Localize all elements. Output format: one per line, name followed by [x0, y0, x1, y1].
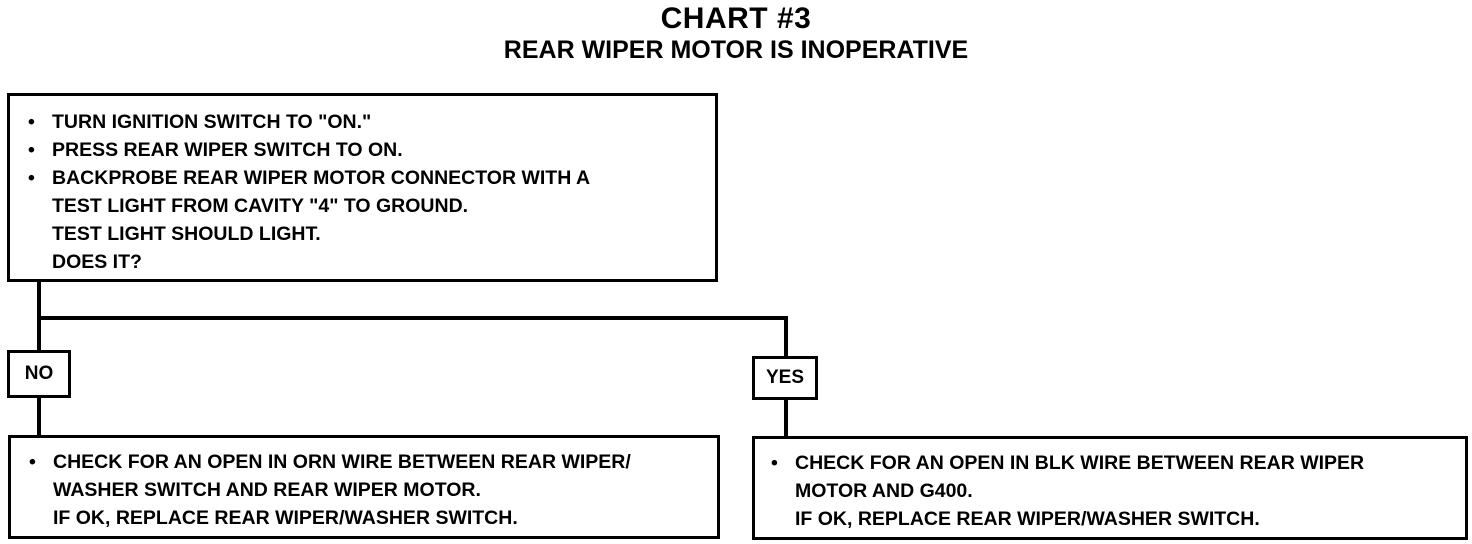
connector-start-down	[37, 280, 41, 350]
connector-yes-down	[784, 316, 788, 358]
result-item: • CHECK FOR AN OPEN IN BLK WIRE BETWEEN R…	[765, 449, 1457, 477]
step-question: DOES IT?	[52, 251, 142, 273]
yes-branch-label: YES	[752, 356, 818, 400]
result-continuation: IF OK, REPLACE REAR WIPER/WASHER SWITCH.	[53, 507, 518, 529]
step-item: • PRESS REAR WIPER SWITCH TO ON.	[22, 136, 705, 164]
yes-result-box: • CHECK FOR AN OPEN IN BLK WIRE BETWEEN R…	[752, 436, 1468, 540]
connector-yes-to-box	[784, 398, 788, 438]
bullet-icon: •	[28, 139, 35, 161]
connector-horizontal	[37, 316, 788, 320]
step-item: • BACKPROBE REAR WIPER MOTOR CONNECTOR WI…	[22, 164, 705, 192]
step-continuation: TEST LIGHT FROM CAVITY "4" TO GROUND.	[52, 195, 469, 217]
chart-title: CHART #3	[660, 2, 812, 35]
step-text: TURN IGNITION SWITCH TO "ON."	[52, 111, 372, 133]
no-branch-label: NO	[7, 350, 71, 398]
no-result-box: • CHECK FOR AN OPEN IN ORN WIRE BETWEEN R…	[8, 435, 720, 539]
result-item: • CHECK FOR AN OPEN IN ORN WIRE BETWEEN R…	[23, 448, 707, 476]
chart-subtitle: REAR WIPER MOTOR IS INOPERATIVE	[503, 36, 969, 64]
result-text: CHECK FOR AN OPEN IN BLK WIRE BETWEEN RE…	[795, 452, 1365, 474]
result-continuation: IF OK, REPLACE REAR WIPER/WASHER SWITCH.	[795, 508, 1260, 530]
step-text: PRESS REAR WIPER SWITCH TO ON.	[52, 139, 403, 161]
connector-no-to-box	[37, 397, 41, 437]
step-item: • TURN IGNITION SWITCH TO "ON."	[22, 108, 705, 136]
step-text: BACKPROBE REAR WIPER MOTOR CONNECTOR WIT…	[52, 167, 591, 189]
start-step-box: • TURN IGNITION SWITCH TO "ON." • PRESS RE…	[7, 93, 718, 282]
bullet-icon: •	[28, 167, 35, 189]
bullet-icon: •	[29, 451, 36, 473]
step-continuation: TEST LIGHT SHOULD LIGHT.	[52, 223, 321, 245]
bullet-icon: •	[28, 111, 35, 133]
bullet-icon: •	[771, 452, 778, 474]
result-continuation: WASHER SWITCH AND REAR WIPER MOTOR.	[53, 479, 481, 501]
result-continuation: MOTOR AND G400.	[795, 480, 973, 502]
result-text: CHECK FOR AN OPEN IN ORN WIRE BETWEEN RE…	[53, 451, 631, 473]
